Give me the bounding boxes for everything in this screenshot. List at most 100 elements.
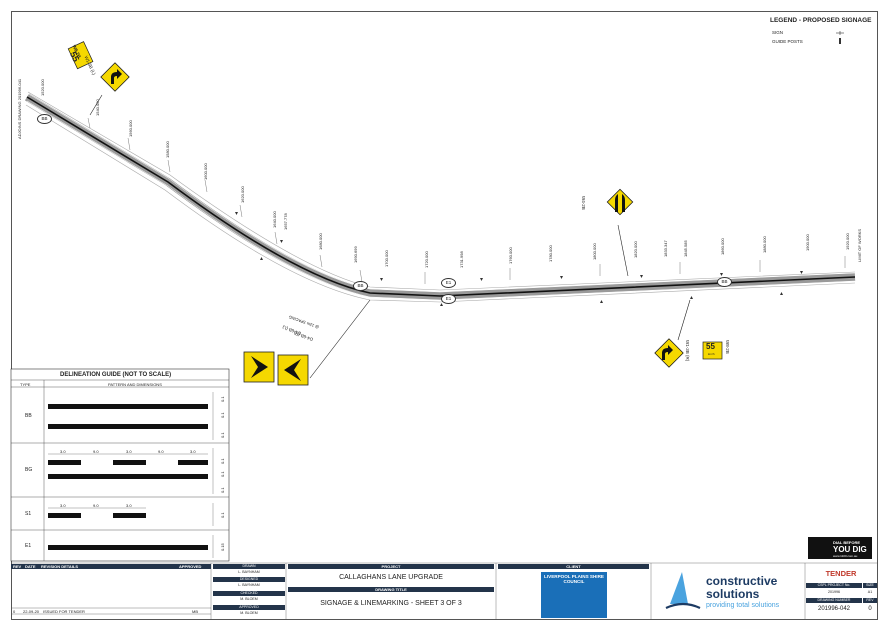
chainage-label: 1680.000 bbox=[318, 233, 323, 250]
delineation-type-s1: S1 bbox=[25, 511, 32, 517]
curve-left-arrow-icon bbox=[111, 69, 122, 84]
sign-code-label: W1-3B (R) bbox=[685, 340, 690, 362]
revision-number: 0 bbox=[13, 609, 16, 614]
delineation-col-pattern: PATTERN AND DIMENSIONS bbox=[108, 382, 162, 387]
road-alignment bbox=[24, 91, 856, 303]
width-dimension: 0.1 bbox=[220, 512, 225, 518]
dial-before-you-dig-badge: DIAL BEFORE YOU DIG www.1100.com.au bbox=[808, 537, 872, 559]
sign-w1-3b-left bbox=[100, 62, 130, 92]
legend-item-guide-posts: GUIDE POSTS bbox=[772, 39, 803, 44]
width-dimension: 0.15 bbox=[220, 543, 225, 551]
company-name-line2: solutions bbox=[706, 587, 760, 601]
chainage-label: 1657.778 bbox=[283, 213, 288, 230]
revision-approved: MB bbox=[192, 609, 198, 614]
chainage-label: 1600.000 bbox=[203, 163, 208, 180]
chainage-label: 1845.585 bbox=[683, 240, 688, 257]
width-dimension: 0.1 bbox=[220, 458, 225, 464]
chainage-label: 1760.000 bbox=[508, 247, 513, 264]
client-logo: LIVERPOOL PLAINS SHIRE COUNCIL bbox=[541, 572, 607, 618]
chainage-label: 1920.000 bbox=[845, 233, 850, 250]
delineation-guide-table bbox=[10, 368, 230, 562]
drawing-sheet-border bbox=[11, 11, 878, 620]
checked-label: CHECKED bbox=[213, 591, 285, 596]
delineation-type-bg: BG bbox=[25, 467, 33, 473]
sign-code-label: W4-2B bbox=[581, 196, 586, 210]
edge-line-e1 bbox=[26, 92, 856, 293]
chainage-label: 1731.998 bbox=[459, 251, 464, 268]
chainage-label: 1700.000 bbox=[384, 250, 389, 267]
chainage-label: 1690.699 bbox=[353, 246, 358, 263]
status-badge: TENDER bbox=[825, 569, 857, 578]
dash-dimension: 3.0 bbox=[126, 449, 132, 454]
width-dimension: 0.1 bbox=[220, 471, 225, 477]
size-label: SIZE bbox=[863, 583, 877, 588]
curve-left-arrow-icon bbox=[662, 345, 673, 360]
chainage-label: 1820.000 bbox=[633, 241, 638, 258]
gap-dimension: 9.0 bbox=[93, 503, 99, 508]
chainage-label: 1560.000 bbox=[128, 120, 133, 137]
speed-advisory-value: 55 bbox=[706, 342, 715, 351]
chainage-label: 1620.000 bbox=[240, 186, 245, 203]
drawn-label: DRAWN bbox=[213, 564, 285, 569]
line-type-e1-marker: E1 bbox=[441, 278, 456, 288]
sign-w4-2b bbox=[606, 188, 634, 216]
legend-item-sign: SIGN bbox=[772, 30, 784, 35]
dash-dimension: 3.0 bbox=[126, 503, 132, 508]
width-dimension: 0.1 bbox=[220, 412, 225, 418]
details-col-header: REVISION DETAILS bbox=[41, 564, 79, 569]
sign-w1-3b-right bbox=[654, 338, 684, 368]
line-type-bb-marker: BB bbox=[717, 277, 732, 287]
chainage-label: 1720.000 bbox=[424, 251, 429, 268]
legend-title: LEGEND - PROPOSED SIGNAGE bbox=[770, 17, 872, 24]
road-pavement bbox=[24, 93, 856, 301]
line-type-bb-marker: BB bbox=[37, 114, 52, 124]
chainage-ticks bbox=[87, 117, 846, 284]
gap-dimension: 9.0 bbox=[158, 449, 164, 454]
chainage-label: 1580.000 bbox=[165, 141, 170, 158]
legend-symbols bbox=[836, 31, 844, 44]
drawing-number-label: DRAWING NUMBER bbox=[806, 598, 862, 603]
company-logo-icon bbox=[665, 572, 701, 610]
client-name: LIVERPOOL PLAINS SHIRE COUNCIL bbox=[544, 574, 604, 584]
dbyd-line2: YOU DIG bbox=[833, 545, 867, 554]
chevron-left-icon bbox=[284, 359, 301, 381]
project-label: PROJECT bbox=[288, 564, 494, 569]
delineation-type-bb: BB bbox=[25, 413, 32, 419]
limit-of-works-label: LIMIT OF WORKS bbox=[857, 228, 862, 262]
sign-d4-6b-right bbox=[277, 354, 309, 386]
client-label: CLIENT bbox=[498, 564, 649, 569]
width-dimension: 0.1 bbox=[220, 396, 225, 402]
revision-details: ISSUED FOR TENDER bbox=[43, 609, 85, 614]
rev-label: REV bbox=[863, 598, 877, 603]
chainage-label: 1800.000 bbox=[592, 243, 597, 260]
line-type-bb-marker: BB bbox=[353, 281, 368, 291]
width-dimension: 0.1 bbox=[220, 432, 225, 438]
checked-value: M. BLOEM bbox=[240, 597, 258, 601]
centre-line-bb bbox=[26, 96, 856, 297]
sheet-size: A1 bbox=[867, 590, 873, 594]
dbyd-url: www.1100.com.au bbox=[833, 554, 858, 558]
sign-w8-2b-right bbox=[702, 341, 723, 360]
chainage-label: 1900.000 bbox=[805, 234, 810, 251]
chainage-label: 1860.000 bbox=[720, 238, 725, 255]
width-dimension: 0.1 bbox=[220, 487, 225, 493]
sign-w8-2b-top bbox=[67, 41, 94, 70]
guide-posts bbox=[235, 212, 803, 306]
chainage-label: 1540.000 bbox=[95, 99, 100, 116]
date-col-header: DATE bbox=[25, 564, 36, 569]
title-block-frame bbox=[11, 562, 878, 620]
designed-value: L. BAYNHAM bbox=[238, 583, 260, 587]
chainage-label: 1780.000 bbox=[548, 245, 553, 262]
dash-dimension: 3.0 bbox=[190, 449, 196, 454]
chevron-right-icon bbox=[251, 356, 268, 378]
gap-dimension: 9.0 bbox=[93, 449, 99, 454]
sign-d4-6b-left bbox=[243, 351, 275, 383]
chainage-label: 1520.000 bbox=[40, 79, 45, 96]
revision-header-row: REV DATE REVISION DETAILS APPROVED bbox=[11, 564, 211, 569]
revision-date: 22-09-20 bbox=[23, 609, 40, 614]
adjoins-drawing-label: ADJOINS DRAWING 201996-041 bbox=[17, 78, 22, 139]
drawn-value: L. BAYNHAM bbox=[238, 570, 260, 574]
delineation-col-type: TYPE bbox=[20, 382, 31, 387]
drawing-number: 201996-042 bbox=[817, 606, 851, 612]
drawing-revision: 0 bbox=[868, 606, 872, 612]
